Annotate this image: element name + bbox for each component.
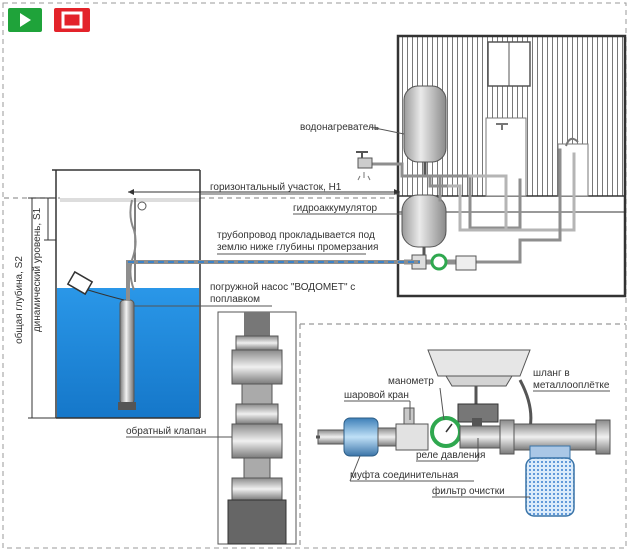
total-depth-label: общая глубина, S2 <box>13 256 25 344</box>
manometer-gauge <box>430 416 462 448</box>
float-switch <box>66 270 125 301</box>
coupling <box>343 417 379 457</box>
depth-markers <box>28 197 56 419</box>
submersible-pump <box>118 299 136 410</box>
play-icon <box>20 13 31 27</box>
play-button[interactable] <box>8 8 42 32</box>
fitting-assembly <box>316 349 611 517</box>
water-heater-label: водонагреватель <box>300 122 379 133</box>
hydro-accumulator-label: гидроаккумулятор <box>293 203 378 214</box>
pump-label-1: погружной насос "ВОДОМЕТ" с <box>210 282 355 293</box>
outdoor-tap-icon <box>356 151 373 181</box>
check-valve-label: обратный клапан <box>126 425 206 437</box>
house <box>396 34 627 298</box>
pipeline-label-2: землю ниже глубины промерзания <box>217 241 378 253</box>
hose-label-1: шланг в <box>533 368 570 379</box>
section-divider <box>299 323 626 548</box>
house-piping <box>370 148 576 264</box>
check-valve-detail <box>217 311 297 545</box>
pipeline-label-1: трубопровод прокладывается под <box>217 229 375 241</box>
manometer-label: манометр <box>388 376 434 387</box>
hose-label-2: металлооплётке <box>533 380 610 391</box>
stop-button[interactable] <box>54 8 90 32</box>
small-gauge-icon <box>430 253 448 271</box>
filter-housing <box>525 445 575 517</box>
coupling-label: муфта соединительная <box>350 469 458 481</box>
water-heater <box>403 85 447 176</box>
horizontal-section-label: горизонтальный участок, H1 <box>210 182 342 193</box>
pressure-relay-label: реле давления <box>416 450 485 461</box>
dynamic-level-label: динамический уровень, S1 <box>32 207 43 332</box>
filter-label: фильтр очистки <box>432 485 505 497</box>
ball-valve-label: шаровой кран <box>344 390 409 401</box>
ball-valve <box>395 407 429 451</box>
pump-label-2: поплавком <box>210 294 260 305</box>
stop-icon <box>61 11 83 29</box>
